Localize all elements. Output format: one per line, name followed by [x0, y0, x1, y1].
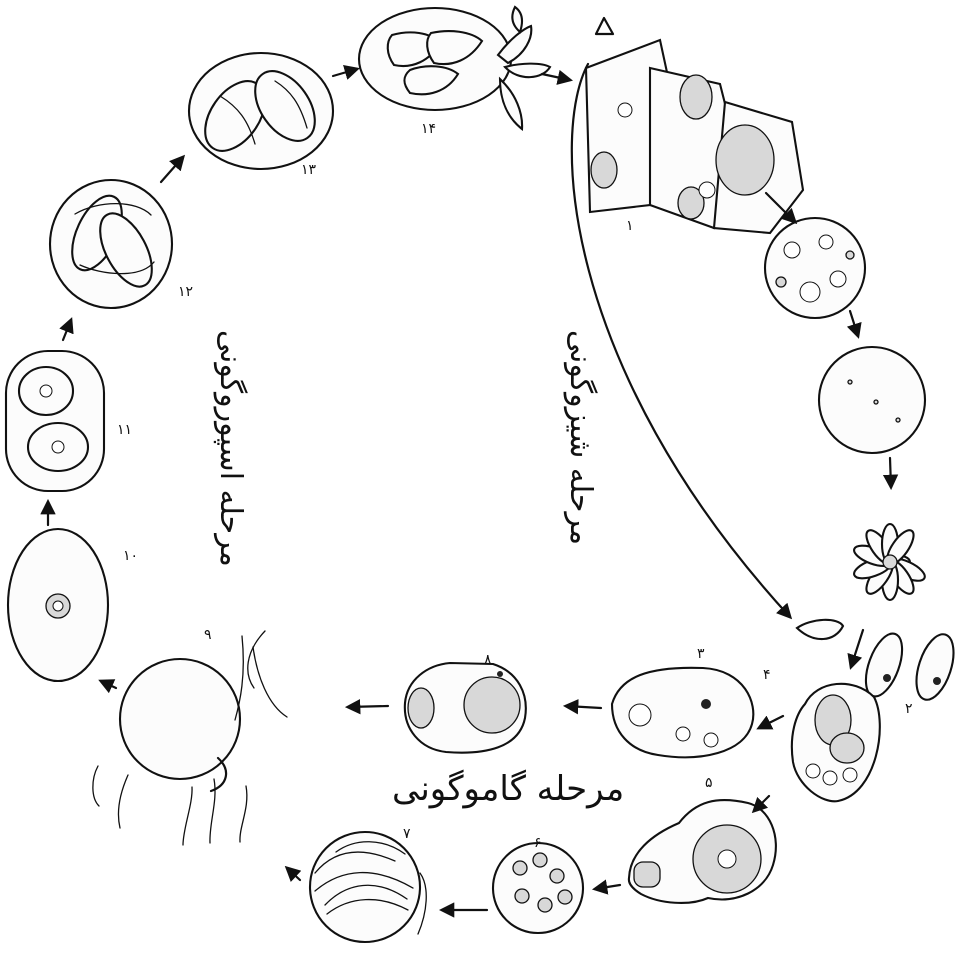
stage-3-mature-schizont [819, 347, 925, 453]
stage-11-sporulated-oocyst [50, 180, 172, 308]
stage-number-2: ۲ [905, 702, 913, 716]
stage-number-11: ۱۱ [117, 423, 132, 437]
stage-2-schizont [765, 218, 865, 318]
stage-number-9: ۹ [204, 628, 212, 642]
stage-title-sporogony: مرحله اسپوروگونی [215, 330, 245, 567]
stage-4-merozoite-release [797, 524, 961, 704]
stage-number-8: ۸ [484, 653, 492, 667]
stage-host-cell-macrogamete [629, 800, 776, 903]
stage-7-host-macrogamete [405, 663, 526, 753]
stage-8-fertilization [93, 631, 287, 845]
stage-1-host-cells [586, 18, 803, 233]
stage-zygote [493, 843, 583, 933]
stage-10-sporoblasts [6, 351, 104, 491]
stage-title-gamogony: مرحله گاموگونی [392, 772, 624, 806]
stage-title-schizogony: مرحله شیزوگونی [565, 330, 595, 545]
stage-14-microgametocyte [310, 832, 426, 942]
stage-9-oocyst [8, 529, 108, 681]
stage-12-sporocysts [189, 53, 333, 169]
stage-number-7: ۷ [403, 827, 411, 841]
stage-6-macrogamete [612, 668, 753, 757]
stage-5-gametocyte-cell [792, 684, 880, 802]
stage-number-3: ۳ [697, 647, 705, 661]
stage-number-10: ۱۰ [123, 549, 138, 563]
stage-number-13: ۱۳ [301, 163, 316, 177]
stage-number-6: ۶ [534, 836, 542, 850]
stage-number-1: ۱ [626, 219, 634, 233]
stage-number-4: ۴ [763, 668, 771, 682]
stage-number-12: ۱۲ [178, 285, 193, 299]
stage-number-14: ۱۴ [421, 122, 436, 136]
stage-13-excystation [359, 7, 550, 129]
stage-number-5: ۵ [705, 776, 713, 790]
